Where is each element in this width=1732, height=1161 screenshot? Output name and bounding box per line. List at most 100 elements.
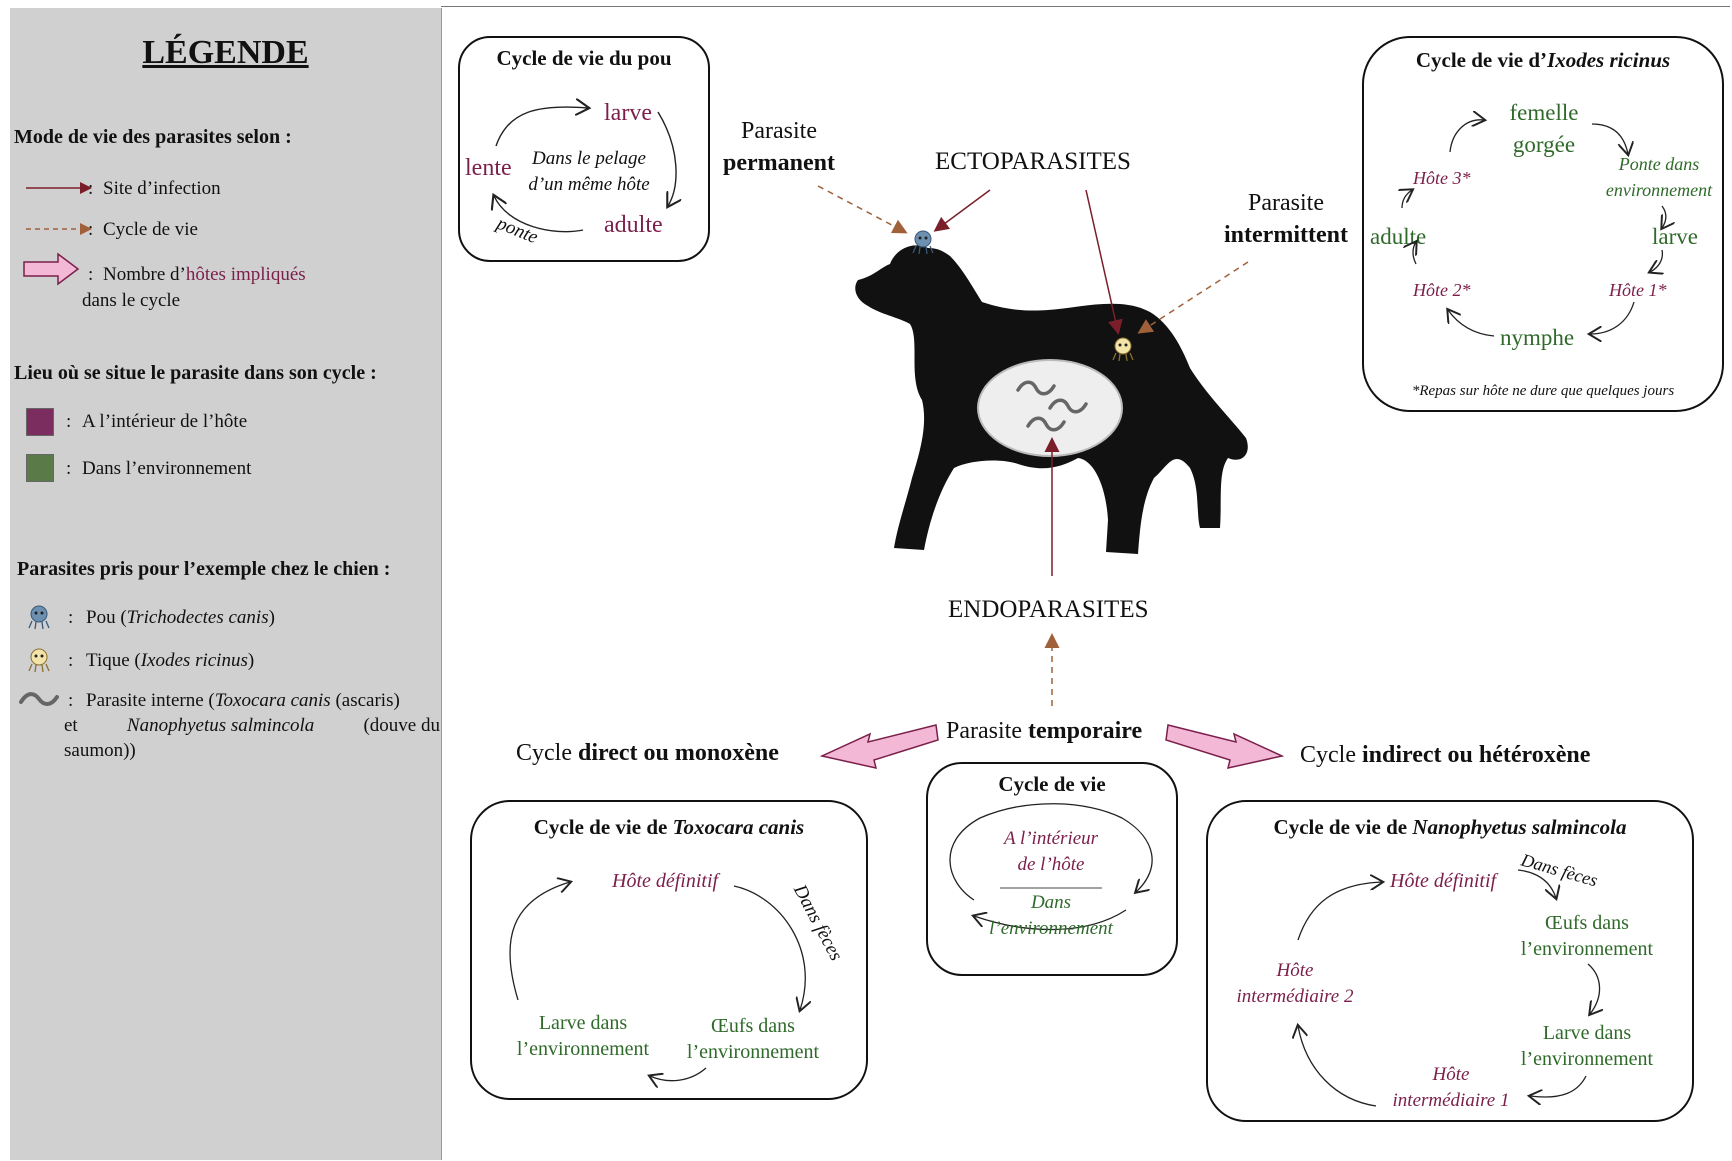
nano-hi2-1: Hôte (1276, 960, 1314, 981)
permanent-label-2: permanent (723, 150, 835, 176)
nano-title-prefix: Cycle de vie de (1273, 815, 1413, 839)
interne-prefix: Parasite interne ( (86, 690, 215, 711)
direct-label-1: Cycle (516, 740, 578, 766)
indirect-label-2: indirect ou hétéroxène (1361, 742, 1591, 768)
nano-hi2-2: intermédiaire 2 (1236, 986, 1354, 1007)
tick-on-dog-icon (1112, 337, 1134, 361)
colon: : (68, 690, 74, 711)
host-count-line2: dans le cycle (82, 290, 181, 311)
mode-heading: Mode de vie des parasites selon : (14, 126, 292, 148)
pou-cycle-arrows (458, 36, 708, 233)
host-arrow-right (1165, 724, 1285, 769)
cycle-env-1: Dans (1030, 892, 1072, 913)
nano-hi1-1: Hôte (1432, 1064, 1470, 1085)
louse-on-dog-icon (912, 230, 934, 254)
lieu-heading: Lieu où se situe le parasite dans son cy… (14, 362, 377, 384)
cycle-env-2: l’environnement (989, 918, 1113, 939)
colon: : (88, 264, 94, 285)
pou-prefix: Pou ( (86, 607, 127, 628)
cycle-vie-box (926, 762, 1178, 976)
colon: : (68, 607, 74, 628)
ecto-label: ECTOPARASITES (935, 148, 1131, 175)
cycle-vie-arrow-icon (26, 223, 92, 235)
interne-l2-rest: (douve du (363, 715, 440, 736)
cycle-vie-label: Cycle de vie (103, 219, 198, 240)
toxo-title-name: Toxocara canis (672, 815, 805, 839)
toxo-larve-2: l’environnement (516, 1038, 650, 1060)
tique-prefix: Tique ( (86, 650, 141, 671)
ixodes-larve: larve (1652, 224, 1698, 249)
toxo-oeufs-2: l’environnement (686, 1041, 820, 1063)
colon: : (88, 219, 94, 240)
indirect-label-1: Cycle (1300, 742, 1362, 768)
ixodes-cycle-arrows (1362, 36, 1724, 408)
temporaire-label-2: temporaire (1027, 718, 1143, 744)
tique-closing: ) (247, 650, 255, 671)
pou-closing: ) (268, 607, 275, 628)
toxo-title-prefix: Cycle de vie de (533, 815, 673, 839)
legend-title: LÉGENDE (142, 34, 309, 71)
permanent-label-1: Parasite (741, 118, 817, 144)
interne-et: et (64, 715, 78, 736)
nano-title-name: Nanophyetus salmincola (1412, 815, 1627, 839)
host-count-prefix: Nombre d’ (103, 264, 186, 285)
pou-middle-2: d’un même hôte (528, 174, 650, 195)
interne-mid: (ascaris) (330, 690, 400, 711)
pou-adulte: adulte (604, 212, 663, 238)
legend-panel: LÉGENDE Mode de vie des parasites selon … (10, 8, 442, 1160)
pou-box-title: Cycle de vie du pou (496, 46, 672, 70)
colon: : (66, 411, 72, 432)
cycle-vie-title: Cycle de vie (998, 772, 1106, 796)
host-count-word: hôtes impliqués (185, 264, 306, 285)
tique-name: Ixodes ricinus (140, 650, 248, 671)
direct-label-2: direct ou monoxène (577, 740, 779, 766)
colon: : (66, 458, 72, 479)
interieur-swatch (26, 408, 54, 436)
nano-hote: Hôte définitif (1390, 870, 1497, 892)
interieur-label: A l’intérieur de l’hôte (82, 411, 248, 432)
ixodes-nymphe: nymphe (1500, 325, 1575, 350)
nano-hi1-2: intermédiaire 1 (1392, 1090, 1510, 1111)
tick-icon (28, 648, 50, 673)
interne-l3: saumon)) (64, 740, 136, 761)
site-infection-label: Site d’infection (103, 178, 221, 199)
ixodes-ponte-1: Ponte dans (1618, 154, 1700, 174)
temporaire-label-1: Parasite (946, 718, 1028, 744)
ixodes-title-prefix: Cycle de vie d’ (1415, 48, 1548, 72)
pou-larve: larve (604, 100, 652, 126)
colon: : (88, 178, 94, 199)
intermittent-label-1: Parasite (1248, 190, 1324, 216)
pou-name: Trichodectes canis (126, 607, 269, 628)
nano-larve-1: Larve dans (1542, 1022, 1632, 1044)
nano-cycle-arrows (1206, 869, 1694, 1107)
host-count-arrow-icon (23, 252, 80, 286)
environnement-label: Dans l’environnement (82, 458, 252, 479)
endo-label: ENDOPARASITES (948, 596, 1149, 623)
ixodes-ponte-2: environnement (1605, 180, 1713, 200)
cycle-interieur-2: de l’hôte (1017, 854, 1085, 875)
ixodes-hote2: Hôte 2* (1413, 280, 1471, 300)
diagram-frame (441, 6, 1730, 1161)
toxo-hote: Hôte définitif (612, 870, 719, 892)
pou-cycle-box (458, 36, 710, 262)
interne-name: Toxocara canis (214, 690, 331, 711)
intermittent-label-2: intermittent (1224, 222, 1348, 248)
worm-icon (19, 692, 59, 706)
toxo-oeufs-1: Œufs dans (711, 1015, 795, 1037)
toxo-larve-1: Larve dans (538, 1012, 628, 1034)
site-infection-arrow-icon (26, 182, 92, 194)
ixodes-title-name: Ixodes ricinus (1547, 48, 1671, 72)
ixodes-note: *Repas sur hôte ne dure que quelques jou… (1411, 383, 1675, 399)
ixodes-hote3: Hôte 3* (1413, 168, 1471, 188)
ixodes-femelle-1: femelle (1509, 100, 1579, 125)
ixodes-femelle-2: gorgée (1512, 132, 1576, 157)
host-arrow-left (819, 724, 939, 769)
colon: : (68, 650, 74, 671)
cycle-interieur-1: A l’intérieur (1003, 828, 1099, 849)
ixodes-hote1: Hôte 1* (1609, 280, 1667, 300)
interne-l2-name: Nanophyetus salmincola (126, 715, 315, 736)
nano-oeufs-2: l’environnement (1520, 938, 1654, 960)
nanophyetus-cycle-box (1206, 800, 1694, 1122)
nano-oeufs-1: Œufs dans (1545, 912, 1629, 934)
